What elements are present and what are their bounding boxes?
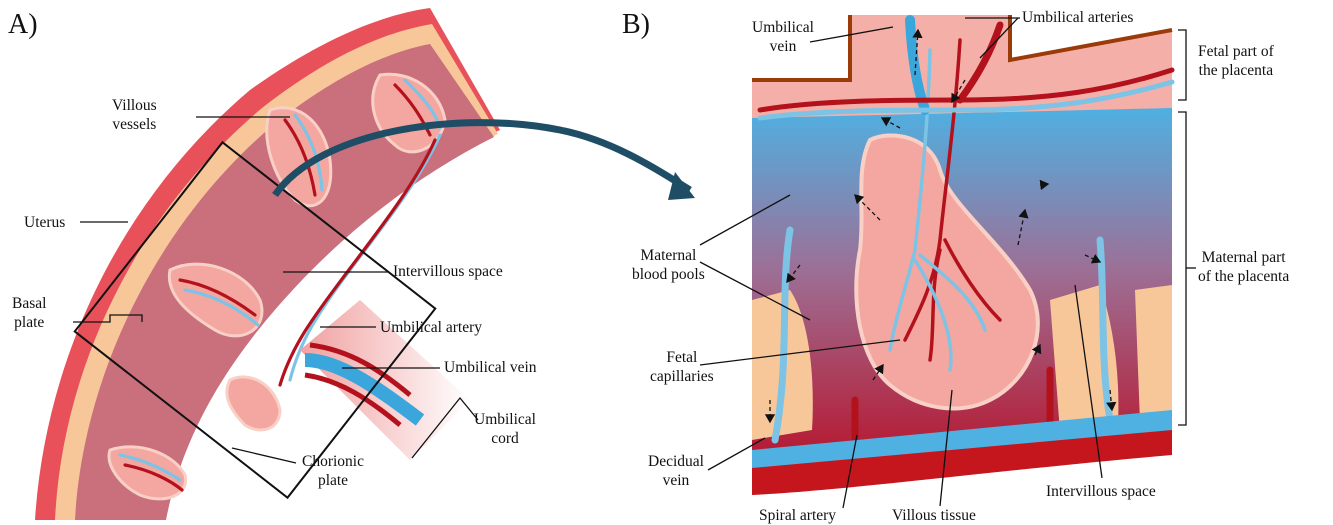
panel-b-letter: B)	[622, 10, 650, 40]
label-intervillous-space-b: Intervillous space	[1046, 482, 1156, 501]
panel-a	[35, 8, 695, 520]
panel-b	[700, 15, 1196, 508]
label-villous-vessels: Villous vessels	[112, 96, 157, 134]
panel-a-letter: A)	[8, 10, 38, 40]
label-umbilical-artery-a: Umbilical artery	[380, 318, 482, 337]
label-umbilical-vein-b: Umbilical vein	[752, 18, 814, 56]
label-maternal-part: Maternal part of the placenta	[1198, 248, 1289, 286]
label-spiral-artery: Spiral artery	[759, 506, 836, 525]
label-basal-plate: Basal plate	[12, 294, 46, 332]
label-umbilical-arteries: Umbilical arteries	[1022, 8, 1133, 27]
brackets	[1178, 30, 1196, 425]
label-fetal-capillaries: Fetal capillaries	[650, 348, 714, 386]
label-intervillous-space-a: Intervillous space	[393, 262, 503, 281]
label-villous-tissue: Villous tissue	[892, 506, 976, 525]
label-umbilical-cord: Umbilical cord	[474, 410, 536, 448]
label-fetal-part: Fetal part of the placenta	[1198, 42, 1274, 80]
label-umbilical-vein-a: Umbilical vein	[444, 358, 537, 377]
label-decidual-vein: Decidual vein	[648, 452, 704, 490]
label-maternal-blood-pools: Maternal blood pools	[632, 246, 705, 284]
label-chorionic-plate: Chorionic plate	[302, 452, 364, 490]
label-uterus: Uterus	[24, 213, 65, 232]
